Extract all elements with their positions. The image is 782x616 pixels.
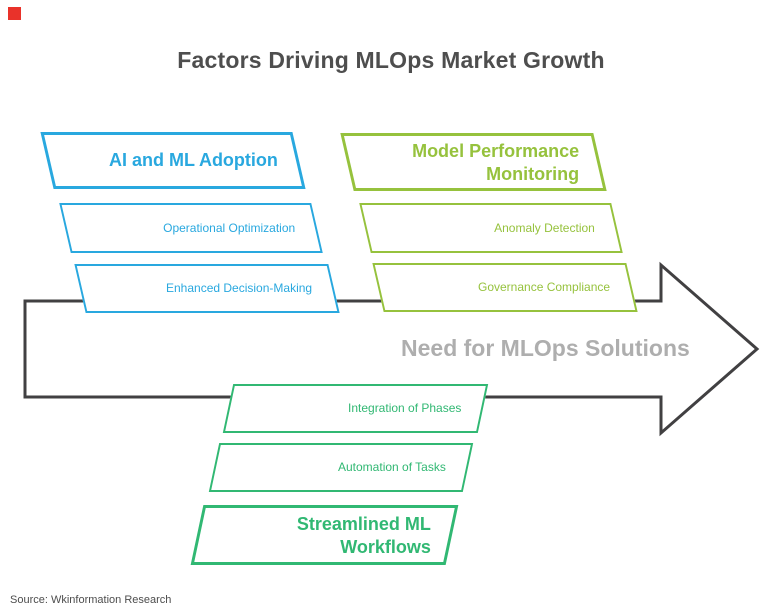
factor-streamlined-ml-workflows: Streamlined ML Workflows	[190, 505, 459, 565]
diagram-title: Factors Driving MLOps Market Growth	[177, 47, 605, 73]
factor-label: Governance Compliance	[477, 280, 610, 294]
factor-label: Streamlined ML Workflows	[296, 513, 431, 557]
factor-label: Operational Optimization	[162, 220, 295, 235]
factor-anomaly-detection: Anomaly Detection	[359, 203, 623, 253]
factor-integration-of-phases: Integration of Phases	[222, 384, 489, 433]
source-note: Source: Wkinformation Research	[10, 594, 172, 606]
factor-enhanced-decision-making: Enhanced Decision-Making	[74, 264, 340, 313]
factor-label: Integration of Phases	[347, 401, 461, 415]
factor-label: Enhanced Decision-Making	[165, 281, 312, 295]
factor-governance-compliance: Governance Compliance	[372, 263, 638, 312]
red-square-marker	[8, 7, 21, 20]
factor-automation-of-tasks: Automation of Tasks	[208, 443, 474, 492]
factor-ai-and-ml-adoption: AI and ML Adoption	[40, 132, 306, 189]
factor-label: Model Performance Monitoring	[411, 140, 579, 184]
factor-label: Automation of Tasks	[338, 460, 446, 474]
factor-operational-optimization: Operational Optimization	[59, 203, 323, 253]
arrow-caption: Need for MLOps Solutions	[401, 335, 690, 361]
factor-label: AI and ML Adoption	[109, 150, 278, 171]
factor-label: Anomaly Detection	[494, 220, 595, 235]
factor-model-performance-monitoring: Model Performance Monitoring	[340, 133, 607, 191]
